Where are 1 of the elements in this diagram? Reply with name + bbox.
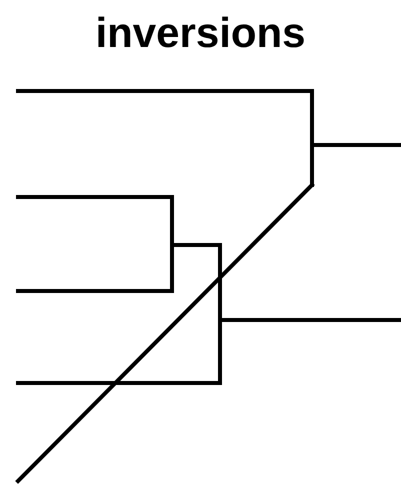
diagram-title: inversions: [94, 8, 307, 58]
